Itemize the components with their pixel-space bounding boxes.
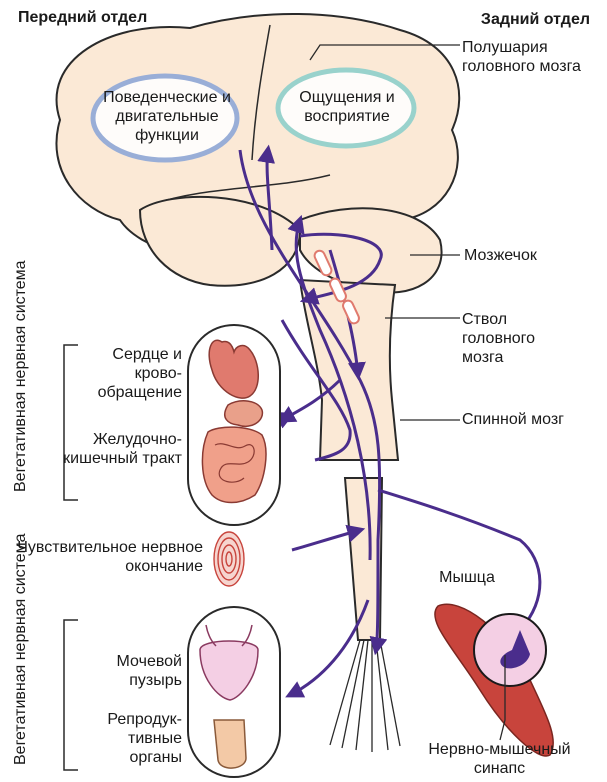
hemispheres-label: Полушария головного мозга bbox=[462, 38, 582, 76]
cerebellum-label: Мозжечок bbox=[464, 246, 537, 265]
synapse-magnifier bbox=[474, 614, 546, 686]
stomach-icon bbox=[225, 401, 263, 426]
nm-synapse-label: Нервно-мышечный синапс bbox=[407, 740, 592, 778]
front-label: Передний отдел bbox=[18, 8, 147, 27]
muscle-label: Мышца bbox=[432, 568, 502, 587]
autonomic-label-bottom: Вегетативная нервная система bbox=[12, 605, 30, 765]
cauda-equina bbox=[330, 640, 400, 752]
reproductive-label: Репродук- тивные органы bbox=[72, 710, 182, 767]
behavior-label: Поведенческие и двигательные функции bbox=[92, 88, 242, 145]
autonomic-label-top: Вегетативная нервная система bbox=[12, 332, 30, 492]
spinal-cord-label: Спинной мозг bbox=[462, 410, 564, 429]
bracket-autonomic-top bbox=[64, 345, 78, 500]
gi-label: Желудочно- кишечный тракт bbox=[52, 430, 182, 468]
back-label: Задний отдел bbox=[420, 10, 590, 29]
reproductive-icon bbox=[214, 720, 246, 768]
sensory-ending-label: Чувствительное нервное окончание bbox=[8, 538, 203, 576]
intestine-icon bbox=[202, 427, 266, 502]
heart-label: Сердце и крово- обращение bbox=[92, 345, 182, 402]
sensation-label: Ощущения и восприятие bbox=[282, 88, 412, 126]
bladder-label: Мочевой пузырь bbox=[92, 652, 182, 690]
brainstem-label: Ствол головного мозга bbox=[462, 310, 572, 367]
sensory-ending-icon bbox=[214, 532, 244, 586]
